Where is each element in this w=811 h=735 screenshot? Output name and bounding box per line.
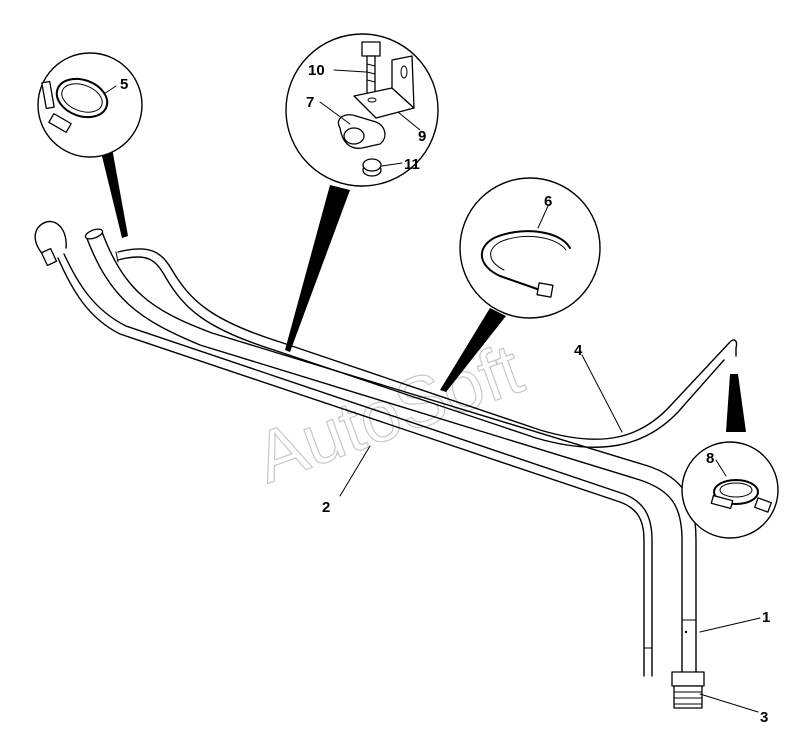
leader-lines: [103, 69, 761, 713]
callout-5: 5: [120, 76, 128, 93]
callout-2: 2: [322, 499, 330, 516]
vent-hose-4: [115, 248, 738, 448]
callout-4: 4: [574, 342, 583, 359]
callout-9: 9: [418, 128, 426, 145]
callout-6: 6: [544, 193, 552, 210]
callout-1: 1: [762, 609, 770, 626]
detail-bracket-assembly: [285, 33, 439, 352]
breather-pipe-2: [34, 220, 653, 677]
detail-clamp-5: [37, 52, 143, 238]
detail-cable-tie-6: [440, 177, 601, 392]
callout-3: 3: [760, 709, 768, 726]
callout-8: 8: [706, 450, 714, 467]
detail-clamp-8: [681, 374, 779, 539]
callout-10: 10: [308, 62, 325, 79]
callout-11: 11: [404, 156, 420, 173]
callout-7: 7: [306, 94, 314, 111]
adapter-3: [671, 671, 705, 709]
